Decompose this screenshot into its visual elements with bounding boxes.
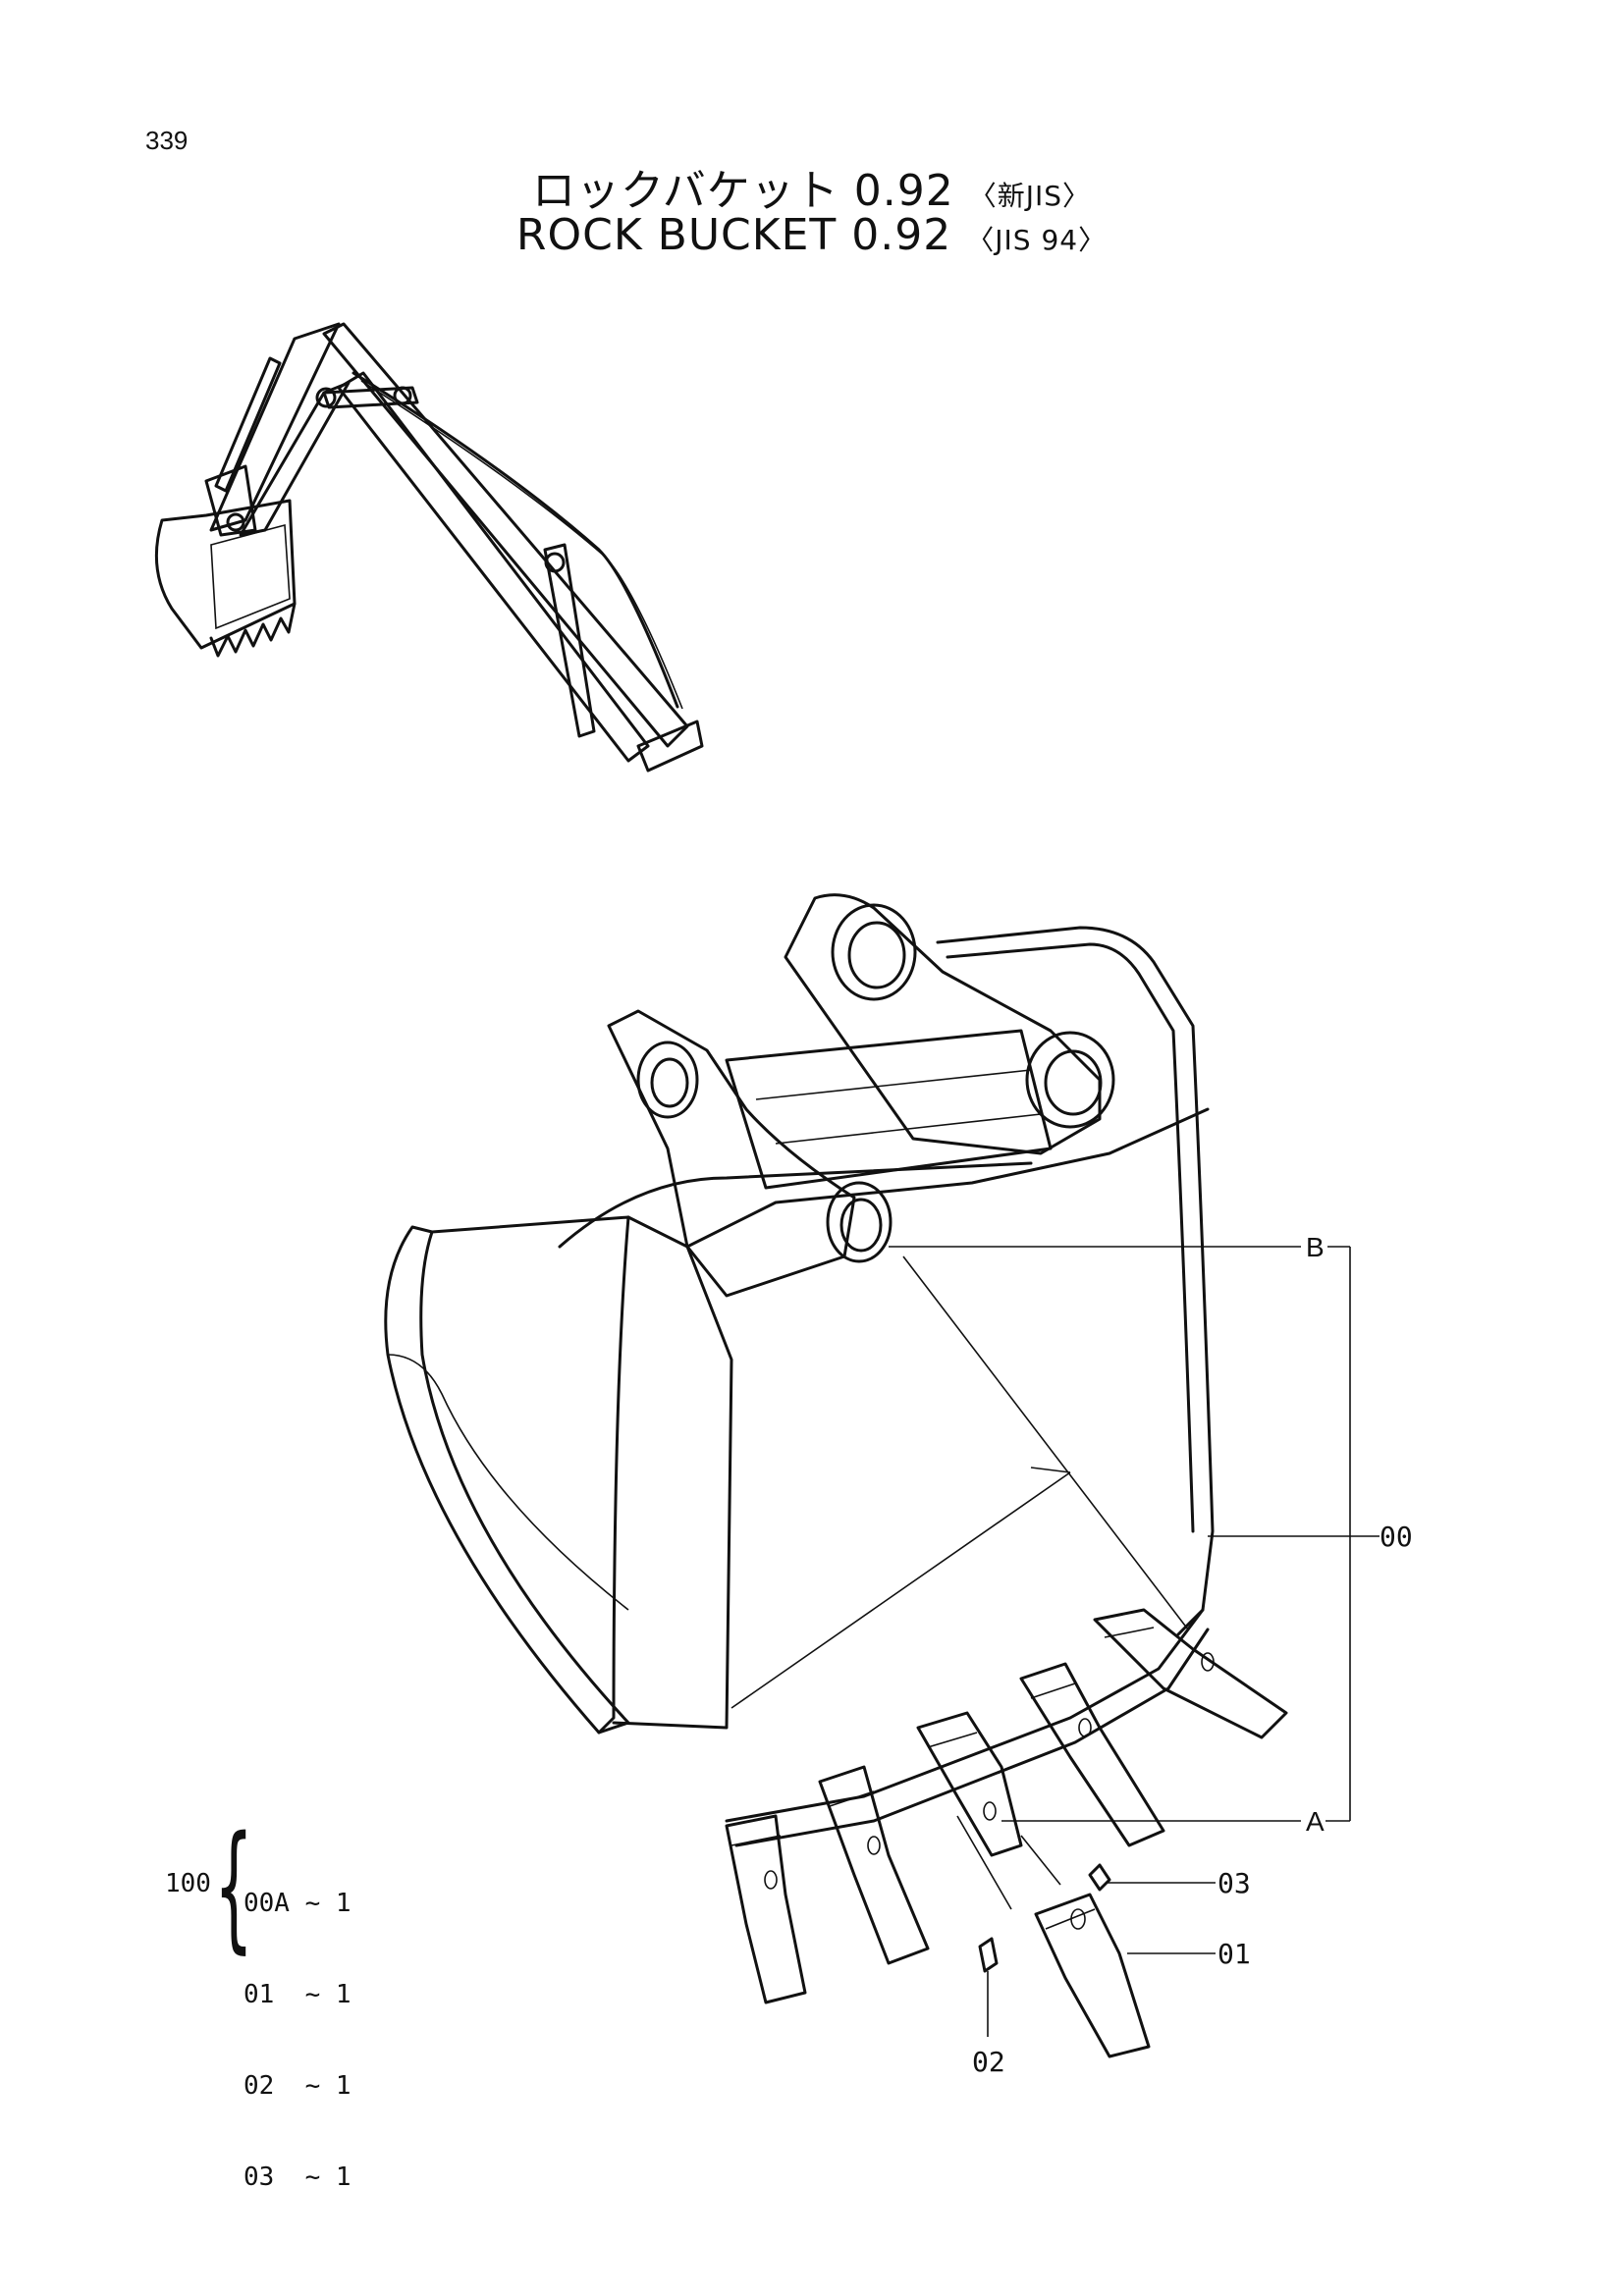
callout-b: B: [1306, 1232, 1325, 1262]
hydraulic-line-2: [360, 380, 683, 710]
tooth-4: [1019, 1662, 1165, 1847]
right-mounting-bracket: [784, 893, 1102, 1155]
kit-item: 01 ~ 1: [243, 1980, 352, 2009]
title-english-standard: 〈JIS 94〉: [966, 224, 1108, 256]
bucket-left-side-edge: [430, 1215, 630, 1735]
excavator-attachment-illustration: [154, 322, 704, 773]
kit-item: 00A ~ 1: [243, 1889, 352, 1918]
title-japanese-main: ロックバケット 0.92: [531, 166, 954, 216]
bucket-right-side-plate: [936, 926, 1215, 1636]
boom-cylinder-pin: [544, 552, 566, 573]
hydraulic-line: [352, 371, 679, 709]
inner-floor-line: [902, 1255, 1189, 1630]
bucket-link: [204, 464, 257, 537]
lower-pin-boss-center: [826, 1181, 893, 1263]
boom-foot: [636, 720, 704, 773]
callout-02: 02: [972, 2046, 1005, 2078]
lower-pin-boss-left: [636, 1041, 699, 1119]
title-japanese: ロックバケット 0.92 〈新JIS〉: [0, 155, 1623, 218]
upper-pin-boss-center: [1025, 1031, 1115, 1129]
inner-floor-line-2: [730, 1471, 1071, 1709]
boom-cylinder: [543, 543, 596, 738]
tooth-2: [818, 1765, 930, 1965]
kit-item: 02 ~ 1: [243, 2071, 352, 2101]
small-bucket-inner: [210, 523, 291, 630]
small-bucket: [154, 499, 297, 650]
arm-cylinder-pin: [393, 386, 412, 405]
curly-brace-icon: {: [214, 1807, 254, 1967]
arm-pivot-pin: [315, 387, 337, 408]
title-english: ROCK BUCKET 0.92 〈JIS 94〉: [0, 210, 1623, 260]
center-cross-tube: [725, 1029, 1053, 1190]
side-plate-crease: [387, 1354, 629, 1611]
arm-cylinder: [322, 386, 419, 409]
exploded-tooth-01: [1034, 1893, 1151, 2058]
callouts: B A 00 03 01 02: [889, 1232, 1413, 2078]
page-number: 339: [145, 126, 189, 155]
callout-a: A: [1306, 1806, 1325, 1837]
exploded-pin-02: [956, 1815, 1012, 1973]
arm-outline: [209, 322, 341, 532]
arm-side: [239, 381, 351, 537]
tooth-1: [725, 1814, 807, 2004]
cutting-edge-lower: [734, 1628, 1210, 1847]
center-tube-line: [755, 1069, 1032, 1100]
rock-bucket-illustration: [384, 893, 1288, 2058]
callout-00: 00: [1380, 1521, 1413, 1553]
title-japanese-standard: 〈新JIS〉: [968, 180, 1092, 212]
kit-number: 100: [165, 1869, 211, 1898]
callout-03: 03: [1217, 1867, 1251, 1899]
bucket-cylinder: [214, 356, 282, 493]
tooth-5: [1093, 1608, 1288, 1739]
center-tube-line-2: [775, 1113, 1042, 1145]
title-english-main: ROCK BUCKET 0.92: [515, 210, 952, 260]
callout-01: 01: [1217, 1938, 1251, 1970]
exploded-lock-03: [1020, 1835, 1111, 1892]
bucket-link-pin: [226, 512, 245, 532]
bucket-back-top: [558, 1161, 1033, 1249]
tooth-3: [916, 1711, 1023, 1857]
small-bucket-teeth: [209, 602, 297, 658]
bucket-top-rim: [685, 1107, 1210, 1249]
boom-lower-edge: [337, 371, 650, 763]
kit-item: 03 ~ 1: [243, 2163, 352, 2192]
cutting-edge: [725, 1608, 1205, 1823]
bucket-left-wall: [612, 1215, 733, 1730]
upper-pin-boss-right: [831, 903, 917, 1001]
left-mounting-bracket: [607, 1009, 856, 1298]
bucket-left-side-plate: [384, 1225, 630, 1735]
inner-floor-line-3: [1030, 1467, 1071, 1473]
bucket-right-side-inner: [946, 942, 1195, 1533]
kit-item-list: 00A ~ 1 01 ~ 1 02 ~ 1 03 ~ 1: [243, 1828, 352, 2254]
